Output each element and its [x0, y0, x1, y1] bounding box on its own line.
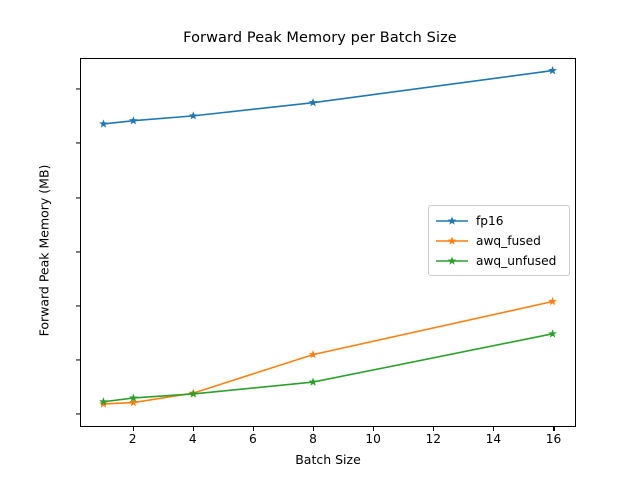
data-point-marker-awq_unfused — [99, 397, 108, 406]
x-tick-mark — [252, 427, 254, 431]
y-tick-mark — [76, 196, 80, 199]
data-point-marker-awq_unfused — [129, 393, 138, 402]
data-point-marker-fp16 — [548, 66, 557, 75]
x-tick-label: 12 — [425, 432, 441, 446]
legend-swatch-icon — [435, 234, 469, 248]
data-point-marker-fp16 — [99, 119, 108, 128]
plot-lines — [99, 66, 557, 408]
x-tick-mark — [132, 427, 134, 431]
series-line-awq_unfused — [103, 333, 553, 403]
legend-label: awq_unfused — [476, 253, 557, 268]
data-point-marker-awq_fused — [308, 350, 318, 359]
data-point-marker-fp16 — [188, 111, 198, 120]
legend-item-fp16[interactable]: fp16 — [435, 211, 561, 231]
data-point-marker-awq_unfused — [188, 389, 198, 398]
y-tick-mark — [76, 142, 80, 144]
series-line-fp16 — [103, 69, 553, 125]
data-point-marker-awq_fused — [548, 296, 557, 306]
data-point-marker-awq_fused — [129, 397, 138, 407]
y-axis-label: Forward Peak Memory (MB) — [36, 164, 52, 337]
series-line-awq_fused — [103, 300, 553, 405]
x-tick-label: 4 — [188, 432, 197, 446]
legend-item-awq_unfused[interactable]: awq_unfused — [435, 251, 561, 271]
data-point-marker-awq_unfused — [548, 329, 557, 338]
x-tick-label: 16 — [545, 432, 562, 446]
x-tick-mark — [433, 427, 435, 431]
x-tick-mark — [373, 427, 375, 431]
x-tick-mark — [192, 427, 194, 431]
y-tick-mark — [76, 413, 80, 415]
x-tick-mark — [312, 427, 315, 431]
legend-item-awq_fused[interactable]: awq_fused — [435, 231, 561, 251]
data-point-marker-awq_unfused — [308, 377, 318, 386]
y-tick-mark — [76, 88, 80, 90]
y-tick-mark — [76, 305, 80, 307]
chart-title: Forward Peak Memory per Batch Size — [183, 30, 457, 46]
x-tick-mark — [493, 427, 495, 431]
x-tick-label: 6 — [248, 432, 257, 446]
legend-label: awq_fused — [476, 233, 541, 248]
y-tick-mark — [76, 251, 80, 253]
x-tick-mark — [553, 427, 555, 431]
x-axis-label: Batch Size — [295, 452, 361, 467]
data-point-marker-fp16 — [129, 116, 138, 125]
x-tick-label: 8 — [309, 432, 317, 446]
data-point-marker-fp16 — [308, 98, 318, 107]
y-tick-mark — [76, 359, 80, 361]
legend-swatch-icon — [435, 254, 469, 268]
legend-swatch-icon — [435, 214, 469, 228]
x-tick-label: 10 — [365, 432, 381, 446]
x-tick-label: 2 — [128, 432, 137, 446]
x-tick-label: 14 — [485, 432, 502, 446]
legend-label: fp16 — [476, 213, 504, 228]
legend[interactable]: fp16 awq_fused awq_unfused — [428, 205, 570, 276]
